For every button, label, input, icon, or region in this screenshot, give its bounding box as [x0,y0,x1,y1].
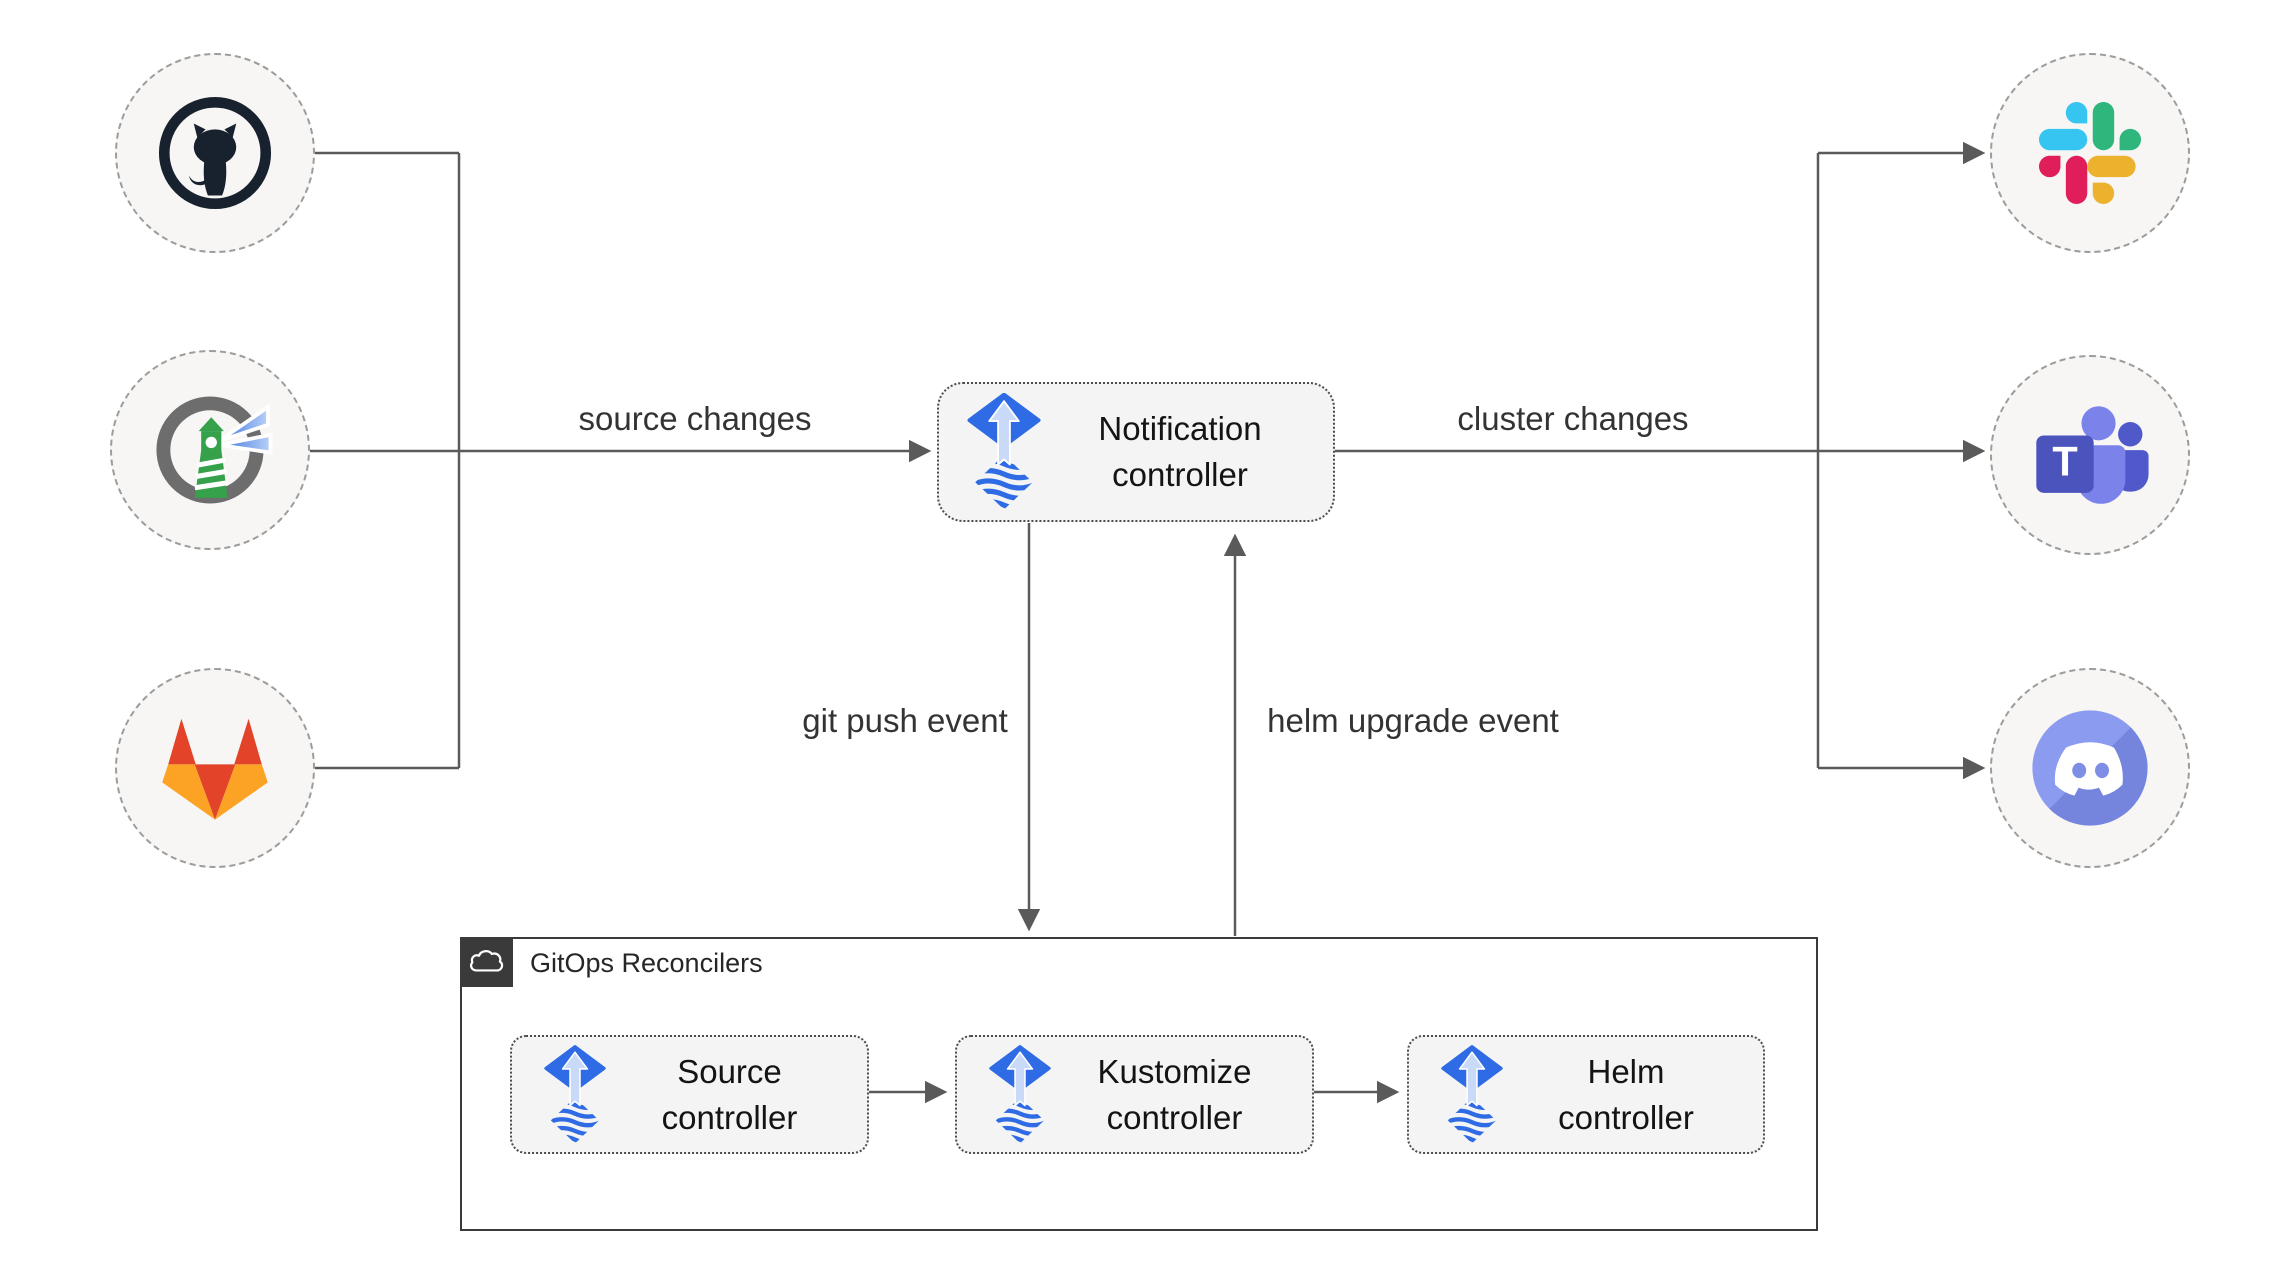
label-git-push-event: git push event [802,702,1008,739]
helm-controller-title: Helm controller [1503,1049,1763,1140]
label-source-changes: source changes [578,400,812,437]
helm-title-line1: Helm [1587,1052,1665,1090]
source-title-line1: Source [677,1052,782,1090]
kustomize-title-line2: controller [1106,1098,1243,1136]
source-controller-box: Source controller [510,1035,869,1154]
notification-controller-title: Notification controller [1041,406,1333,497]
node-teams: T [1990,355,2190,555]
kustomize-title-line1: Kustomize [1097,1052,1252,1090]
notification-title-line2: controller [1112,456,1248,493]
source-controller-title: Source controller [606,1049,867,1140]
flux-icon [989,1045,1051,1145]
harbor-icon [147,387,273,513]
github-icon [156,94,274,212]
gitops-reconcilers-title: GitOps Reconcilers [530,948,763,978]
node-github [115,53,315,253]
helm-controller-box: Helm controller [1407,1035,1765,1154]
node-discord [1990,668,2190,868]
notification-title-line1: Notification [1098,410,1262,448]
cloud-icon [467,946,507,978]
node-slack [1990,53,2190,253]
teams-icon: T [2029,400,2151,510]
gitops-reconcilers-group: GitOps Reconcilers Source controller Kus… [460,937,1818,1231]
kustomize-controller-box: Kustomize controller [955,1035,1314,1154]
flux-icon [544,1045,606,1145]
label-cluster-changes: cluster changes [1457,400,1689,437]
slack-icon [2039,102,2141,204]
helm-title-line2: controller [1558,1098,1694,1136]
node-harbor [110,350,310,550]
flux-icon [967,393,1041,511]
kustomize-controller-title: Kustomize controller [1051,1049,1312,1140]
group-corner-badge [460,937,513,987]
node-gitlab [115,668,315,868]
label-helm-upgrade-event: helm upgrade event [1267,702,1559,739]
teams-letter: T [2052,438,2077,485]
gitlab-icon [155,714,275,822]
source-title-line2: controller [661,1098,798,1136]
notification-controller-box: Notification controller [937,382,1335,522]
discord-icon [2030,708,2150,828]
flux-icon [1441,1045,1503,1145]
